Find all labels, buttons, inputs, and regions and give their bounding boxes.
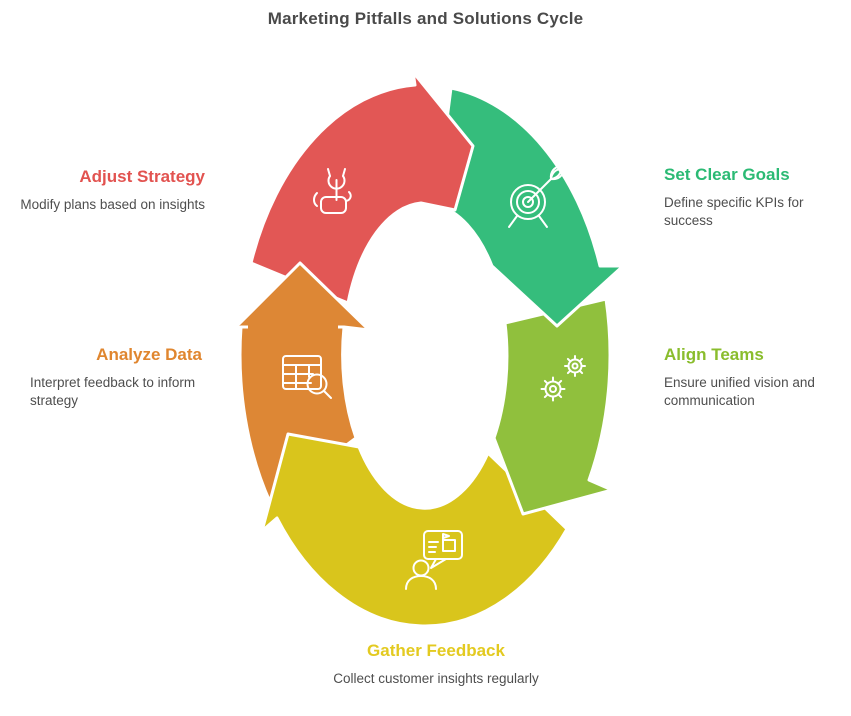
gears-icon bbox=[540, 355, 586, 402]
step-description-align-teams: Ensure unified vision and communication bbox=[664, 374, 815, 408]
wrench-hand-icon bbox=[313, 168, 352, 214]
arrow-segment-gather-feedback bbox=[260, 432, 569, 628]
arrow-segment-adjust-strategy bbox=[249, 70, 475, 305]
step-label-block-analyze-data: Analyze Data Interpret feedback to infor… bbox=[30, 345, 202, 410]
target-arrow-icon bbox=[508, 165, 565, 228]
step-title-analyze-data: Analyze Data bbox=[96, 345, 202, 364]
page-title: Marketing Pitfalls and Solutions Cycle bbox=[267, 9, 584, 28]
step-title-set-clear-goals: Set Clear Goals bbox=[664, 165, 790, 184]
step-label-block-gather-feedback: Gather Feedback Collect customer insight… bbox=[330, 641, 542, 688]
step-label-block-align-teams: Align Teams Ensure unified vision and co… bbox=[664, 345, 840, 410]
arrow-segment-align-teams bbox=[492, 297, 614, 516]
table-search-icon bbox=[282, 355, 332, 399]
step-description-adjust-strategy: Modify plans based on insights bbox=[20, 196, 205, 212]
step-description-gather-feedback: Collect customer insights regularly bbox=[333, 670, 539, 686]
step-title-align-teams: Align Teams bbox=[664, 345, 764, 364]
feedback-person-icon bbox=[405, 530, 463, 590]
step-title-gather-feedback: Gather Feedback bbox=[367, 641, 505, 660]
step-label-block-adjust-strategy: Adjust Strategy Modify plans based on in… bbox=[20, 167, 205, 214]
step-title-adjust-strategy: Adjust Strategy bbox=[79, 167, 205, 186]
step-description-analyze-data: Interpret feedback to inform strategy bbox=[30, 374, 196, 408]
arrowhead-base-patch bbox=[248, 321, 338, 341]
step-description-set-clear-goals: Define specific KPIs for success bbox=[664, 194, 804, 228]
step-label-block-set-clear-goals: Set Clear Goals Define specific KPIs for… bbox=[664, 165, 840, 230]
